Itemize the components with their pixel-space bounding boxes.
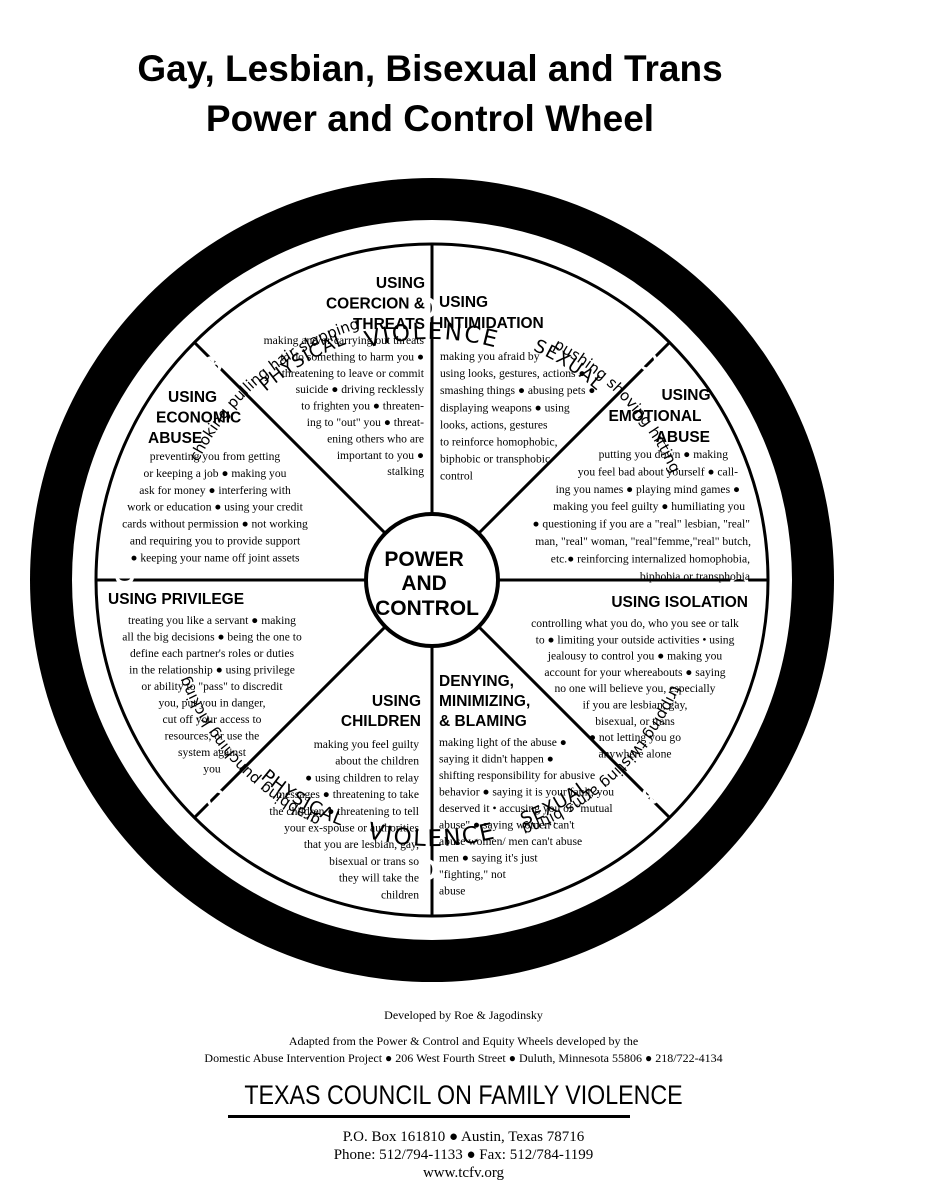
segment-body-isolation: controlling what you do, who you see or … (531, 617, 739, 760)
title-line-2: Power and Control Wheel (205, 98, 655, 139)
address: P.O. Box 161810 ● Austin, Texas 78716 (342, 1129, 585, 1145)
adapted-credit: Adapted from the Power & Control and Equ… (0, 1033, 927, 1067)
adapted-line-1: Adapted from the Power & Control and Equ… (288, 1034, 639, 1048)
organization-name: TEXAS COUNCIL ON FAMILY VIOLENCE (244, 1080, 683, 1110)
website: www.tcfv.org (422, 1165, 505, 1181)
hub-circle (364, 512, 500, 648)
segment-title-privilege: USING PRIVILEGE (108, 591, 244, 608)
title-line-1: Gay, Lesbian, Bisexual and Trans (137, 48, 723, 89)
contact-info: P.O. Box 161810 ● Austin, Texas 78716 Ph… (0, 1128, 927, 1182)
spokes (96, 244, 768, 916)
adapted-line-2: Domestic Abuse Intervention Project ● 20… (204, 1051, 723, 1065)
power-control-wheel: POWER AND CONTROL HETEROSEXISM HETEROSEX… (30, 178, 834, 982)
segment-title-isolation: USING ISOLATION (611, 594, 748, 611)
organization-rule (228, 1115, 630, 1118)
phone-fax: Phone: 512/794-1133 ● Fax: 512/784-1199 (333, 1147, 594, 1163)
segment-title-denying: DENYING,MINIMIZING,& BLAMING (439, 673, 530, 730)
developed-credit: Developed by Roe & Jagodinsky (384, 1008, 543, 1022)
segment-body-denying: making light of the abuse ●saying it did… (439, 736, 614, 898)
page-title: Gay, Lesbian, Bisexual and Trans Power a… (0, 44, 860, 144)
hub-label: POWER AND CONTROL (375, 548, 479, 620)
